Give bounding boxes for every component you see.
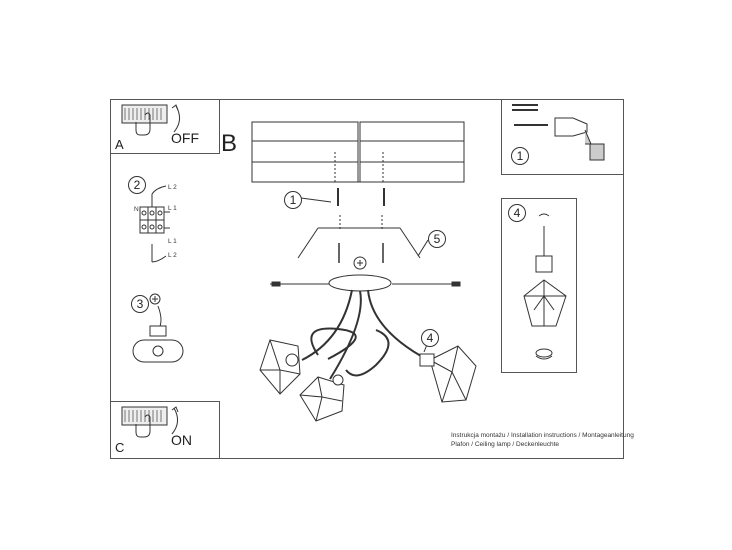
shade-middle <box>299 374 345 422</box>
shade-socket-detail-icon <box>523 213 567 360</box>
callout-4-step: 4 <box>508 204 526 222</box>
callout-1-step: 1 <box>511 147 529 165</box>
drill-and-plugs-icon <box>512 104 605 161</box>
switch-on-icon <box>121 406 179 438</box>
earth-terminal-icon <box>132 293 184 363</box>
step-b-letter: B <box>221 130 238 157</box>
wiring-label-l2-top: L 2 <box>168 184 177 191</box>
callout-5-bracket: 5 <box>428 230 446 248</box>
callout-4-shade: 4 <box>421 329 439 347</box>
wiring-terminal-icon <box>139 185 170 263</box>
step-a-off-label: OFF <box>171 130 199 146</box>
wiring-label-l2-bottom: L 2 <box>168 252 177 259</box>
callout-2-wiring: 2 <box>128 176 146 194</box>
footer-product-type: Plafon / Ceiling lamp / Deckenleuchte <box>451 441 560 448</box>
callout-3-earth: 3 <box>131 295 149 313</box>
footer-instructions: Instrukcja montażu / Installation instru… <box>451 432 634 439</box>
wiring-label-l1-bottom: L 1 <box>168 238 177 245</box>
instruction-frame <box>110 99 624 459</box>
step-c-on-label: ON <box>171 432 192 448</box>
wiring-label-l1-top: L 1 <box>168 205 177 212</box>
shade-left <box>259 339 301 395</box>
step-c-letter: C <box>115 440 125 455</box>
wiring-label-n: N <box>134 206 139 213</box>
switch-off-icon <box>121 104 180 136</box>
callout-1-screws: 1 <box>284 191 302 209</box>
step-a-letter: A <box>115 137 124 152</box>
ceiling-illustration <box>251 121 465 183</box>
shade-right <box>419 345 477 403</box>
